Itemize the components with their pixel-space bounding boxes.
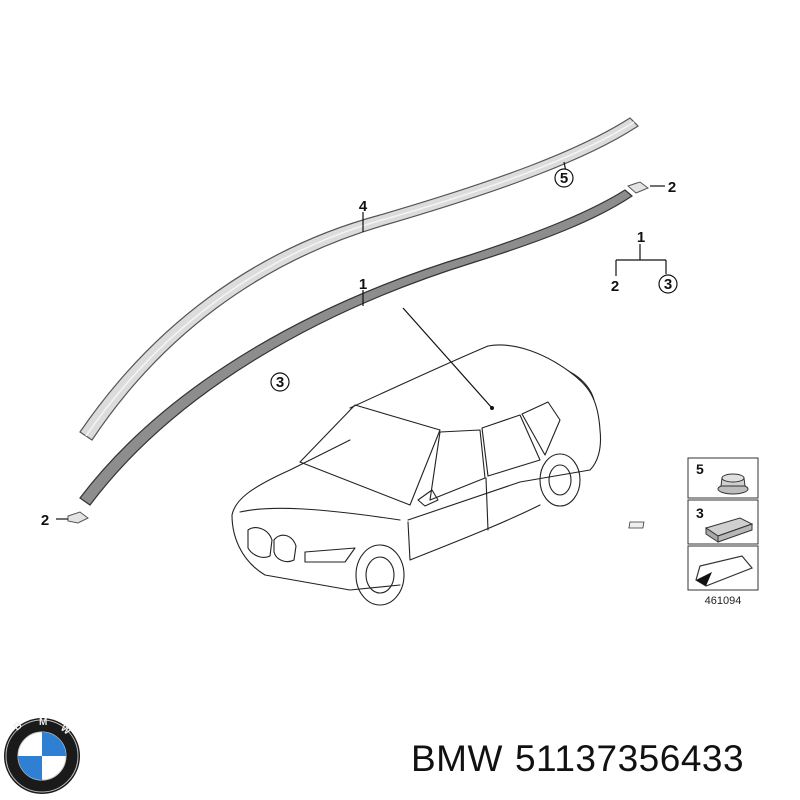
- roof-rail-4: [79, 117, 639, 441]
- callout-1: 1: [359, 276, 367, 293]
- clip-right-2: [627, 181, 649, 194]
- legend-label-5: 5: [696, 461, 704, 477]
- reference-code: 461094: [705, 595, 742, 607]
- part-caption: BMW 51137356433: [411, 738, 744, 780]
- brand-name: BMW: [411, 738, 503, 779]
- part-number: 51137356433: [514, 738, 745, 779]
- callout-circle-key-3: [658, 274, 678, 294]
- callout-circle-5: [554, 168, 574, 188]
- callout-4: 4: [359, 198, 368, 215]
- legend-label-3: 3: [696, 505, 704, 521]
- leader-lines: [56, 161, 667, 520]
- callout-key-3: 3: [664, 276, 672, 293]
- callout-key-1: 1: [637, 229, 645, 246]
- callout-5: 5: [560, 170, 568, 187]
- car-outline: [231, 344, 602, 606]
- bmw-logo: B M W: [4, 717, 80, 794]
- callout-3: 3: [276, 374, 284, 391]
- reference-arrow-icon: [695, 555, 753, 587]
- nut-icon: [717, 473, 749, 495]
- clip-left-2: [67, 511, 89, 524]
- clip-icon: [628, 517, 754, 543]
- callout-2-right: 2: [668, 179, 676, 196]
- roof-moulding-strip-3: [79, 189, 633, 506]
- svg-text:M: M: [39, 717, 47, 728]
- leader-dot: [490, 406, 494, 410]
- callout-2-left: 2: [41, 512, 49, 529]
- legend-box: 5 3 461094: [628, 457, 759, 607]
- callout-key-2: 2: [611, 278, 619, 295]
- callout-circle-3: [270, 372, 290, 392]
